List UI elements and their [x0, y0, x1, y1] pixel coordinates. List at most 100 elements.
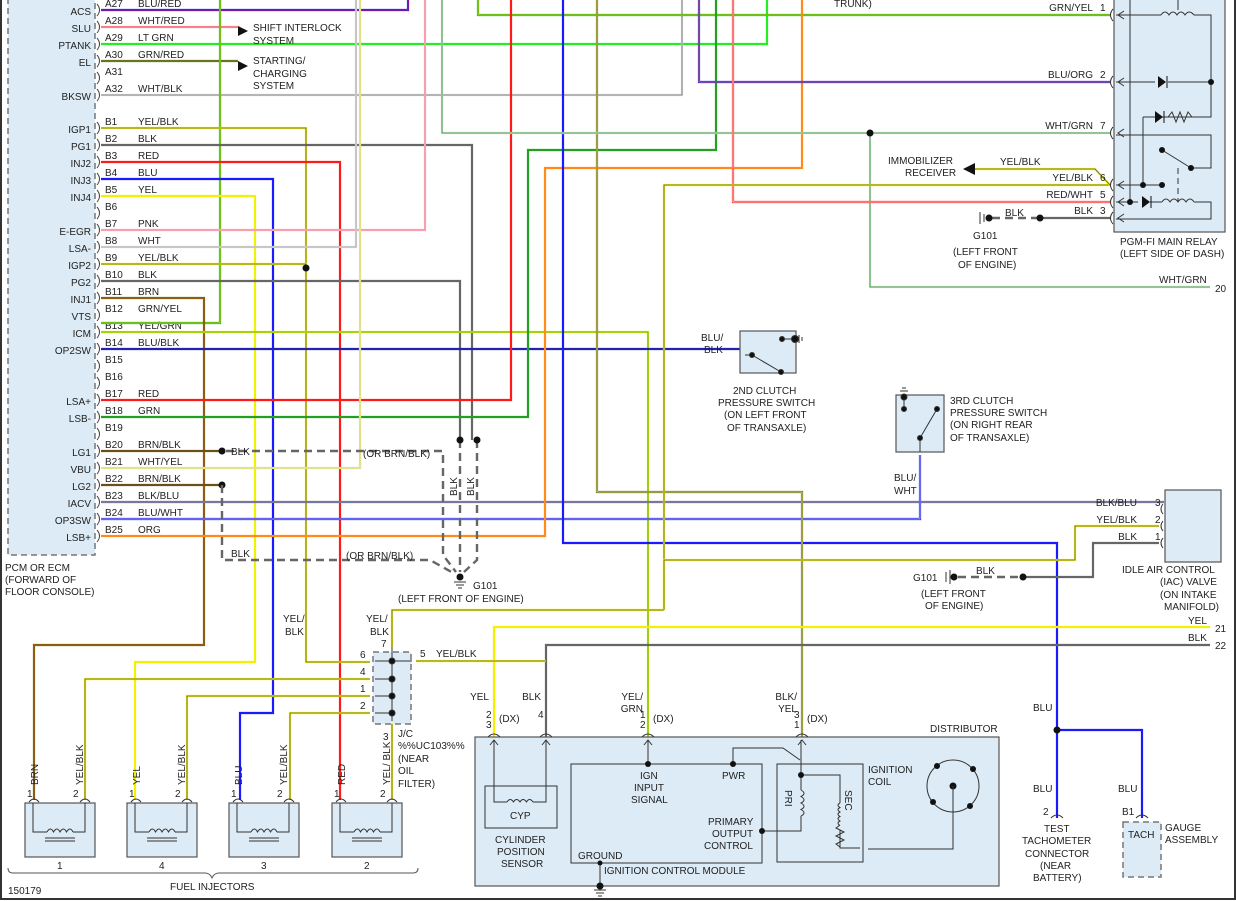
wire-a32-stripe — [101, 0, 683, 96]
pcm-terminal-icon — [96, 359, 100, 373]
coil-label-2: COIL — [868, 777, 892, 788]
main-relay-internals — [1116, 0, 1212, 220]
jc-pin-1: 1 — [360, 684, 366, 695]
pcm-pin-A27: A27 — [105, 0, 123, 10]
clutch3-label-2: PRESSURE SWITCH — [950, 408, 1047, 419]
pcm-wire-B22: BRN/BLK — [138, 474, 181, 485]
pcm-pin-B25: B25 — [105, 525, 123, 536]
injector-pin-2: 2 — [277, 789, 283, 800]
relay-wire-1: GRN/YEL — [1049, 3, 1093, 14]
pcm-terminal-icon — [96, 121, 100, 135]
pcm-terminal-icon — [96, 189, 100, 203]
injector-wire-2: YEL/ BLK — [382, 741, 393, 785]
pcm-func-B9: IGP2 — [68, 261, 91, 272]
relay-pin-2: 2 — [1100, 70, 1106, 81]
pcm-wire-B7: PNK — [138, 219, 159, 230]
relay-terminal-icon — [1110, 211, 1125, 225]
pcm-func-A32: BKSW — [62, 92, 92, 103]
pcm-wire-B2: BLK — [138, 134, 157, 145]
dist-conn-wire: YEL/ — [621, 692, 643, 703]
relay-pin-5: 5 — [1100, 190, 1106, 201]
injector-coil-icon — [249, 828, 279, 842]
injector-coil-icon — [45, 828, 75, 842]
g101-iac-ground-icon — [945, 570, 958, 584]
iac-terminal-icon — [1160, 503, 1164, 515]
pcm-pin-B6: B6 — [105, 202, 118, 213]
icm-primary-2: OUTPUT — [712, 829, 753, 840]
pcm-pin-B7: B7 — [105, 219, 118, 230]
pcm-terminal-icon — [96, 393, 100, 407]
injector-wire-2: YEL/BLK — [279, 744, 290, 785]
pcm-pin-A30: A30 — [105, 50, 123, 61]
pcm-terminal-icon — [96, 291, 100, 305]
shift-interlock-label-1: SHIFT INTERLOCK — [253, 23, 342, 34]
test-conn-label-2: TACHOMETER — [1022, 836, 1091, 847]
pcm-wire-A27: BLU/RED — [138, 0, 181, 10]
wire-iac-2 — [662, 524, 1159, 610]
injector-pin-2: 2 — [175, 789, 181, 800]
pcm-pin-B1: B1 — [105, 117, 118, 128]
jc-pin-6: 6 — [360, 650, 366, 661]
pcm-wire-B23: BLK/BLU — [138, 491, 179, 502]
dist-conn-pin: 3 — [794, 710, 800, 721]
wire-iac-2-stripe — [663, 525, 1159, 610]
injector-wire-1: BRN — [30, 764, 41, 785]
dist-conn-wire: YEL — [778, 704, 797, 715]
immobilizer-label-2: RECEIVER — [905, 168, 956, 179]
relay-terminal-icon — [1110, 75, 1125, 89]
clutch3-wire-2: WHT — [894, 486, 917, 497]
relay-pin-6: 6 — [1100, 173, 1106, 184]
clutch2-switch-box — [739, 330, 797, 374]
pcm-terminal-icon — [96, 71, 100, 85]
pcm-wire-B14: BLU/BLK — [138, 338, 179, 349]
cyp-sensor-label-1: CYLINDER — [495, 835, 546, 846]
pcm-func-B2: PG1 — [71, 142, 91, 153]
pcm-label-1: PCM OR ECM — [5, 563, 70, 574]
pcm-pin-B16: B16 — [105, 372, 123, 383]
pcm-terminal-icon — [96, 410, 100, 424]
wire-wht-grn-7 — [440, 0, 1110, 135]
icm-ign-node — [645, 761, 651, 767]
dist-conn-wire: GRN — [621, 704, 643, 715]
pcm-pin-B13: B13 — [105, 321, 123, 332]
pcm-func-B23: IACV — [68, 499, 92, 510]
pcm-func-B13: ICM — [73, 329, 91, 340]
pcm-wire-B10: BLK — [138, 270, 157, 281]
jc-label-3: (NEAR — [398, 754, 429, 765]
relay-terminal-icon — [1110, 126, 1125, 140]
wire-a29 — [101, 0, 769, 46]
jc-left-wire-1: YEL/ — [283, 614, 305, 625]
icm-wiring — [599, 740, 801, 886]
clutch2-label-1: 2ND CLUTCH — [733, 386, 796, 397]
wire-b24-stripe — [101, 455, 921, 520]
jc-label-2: %%UC103%% — [398, 741, 465, 752]
injector-terminal-icon — [335, 798, 398, 803]
coil-wiring — [780, 740, 860, 849]
injector-brace-icon — [7, 867, 419, 880]
pcm-pin-B3: B3 — [105, 151, 118, 162]
icm-ground-icon — [594, 882, 606, 897]
test-conn-label-3: CONNECTOR — [1025, 849, 1089, 860]
pcm-func-B22: LG2 — [72, 482, 91, 493]
gnd-alt-label-2: (OR BRN/BLK) — [346, 551, 413, 562]
tach-wire-3: BLU — [1118, 784, 1137, 795]
dist-conn-wire: BLK/ — [775, 692, 797, 703]
dist-terminal-icon — [641, 733, 655, 746]
offpage-22-wire: BLK — [1188, 633, 1207, 644]
pcm-func-B5: INJ4 — [70, 193, 91, 204]
injector-box — [126, 802, 198, 858]
pcm-wire-B13: YEL/GRN — [138, 321, 182, 332]
clutch2-wire-1: BLU/ — [701, 333, 723, 344]
injector-wire-1: BLU — [234, 766, 245, 785]
pcm-wire-B9: YEL/BLK — [138, 253, 179, 264]
offpage-21: 21 — [1215, 624, 1227, 635]
dist-terminal-icon — [487, 733, 501, 746]
icm-ground: GROUND — [578, 851, 622, 862]
injector-pin-2: 2 — [73, 789, 79, 800]
relay-terminal-icon — [1110, 8, 1125, 22]
pcm-terminal-icon — [96, 223, 100, 237]
